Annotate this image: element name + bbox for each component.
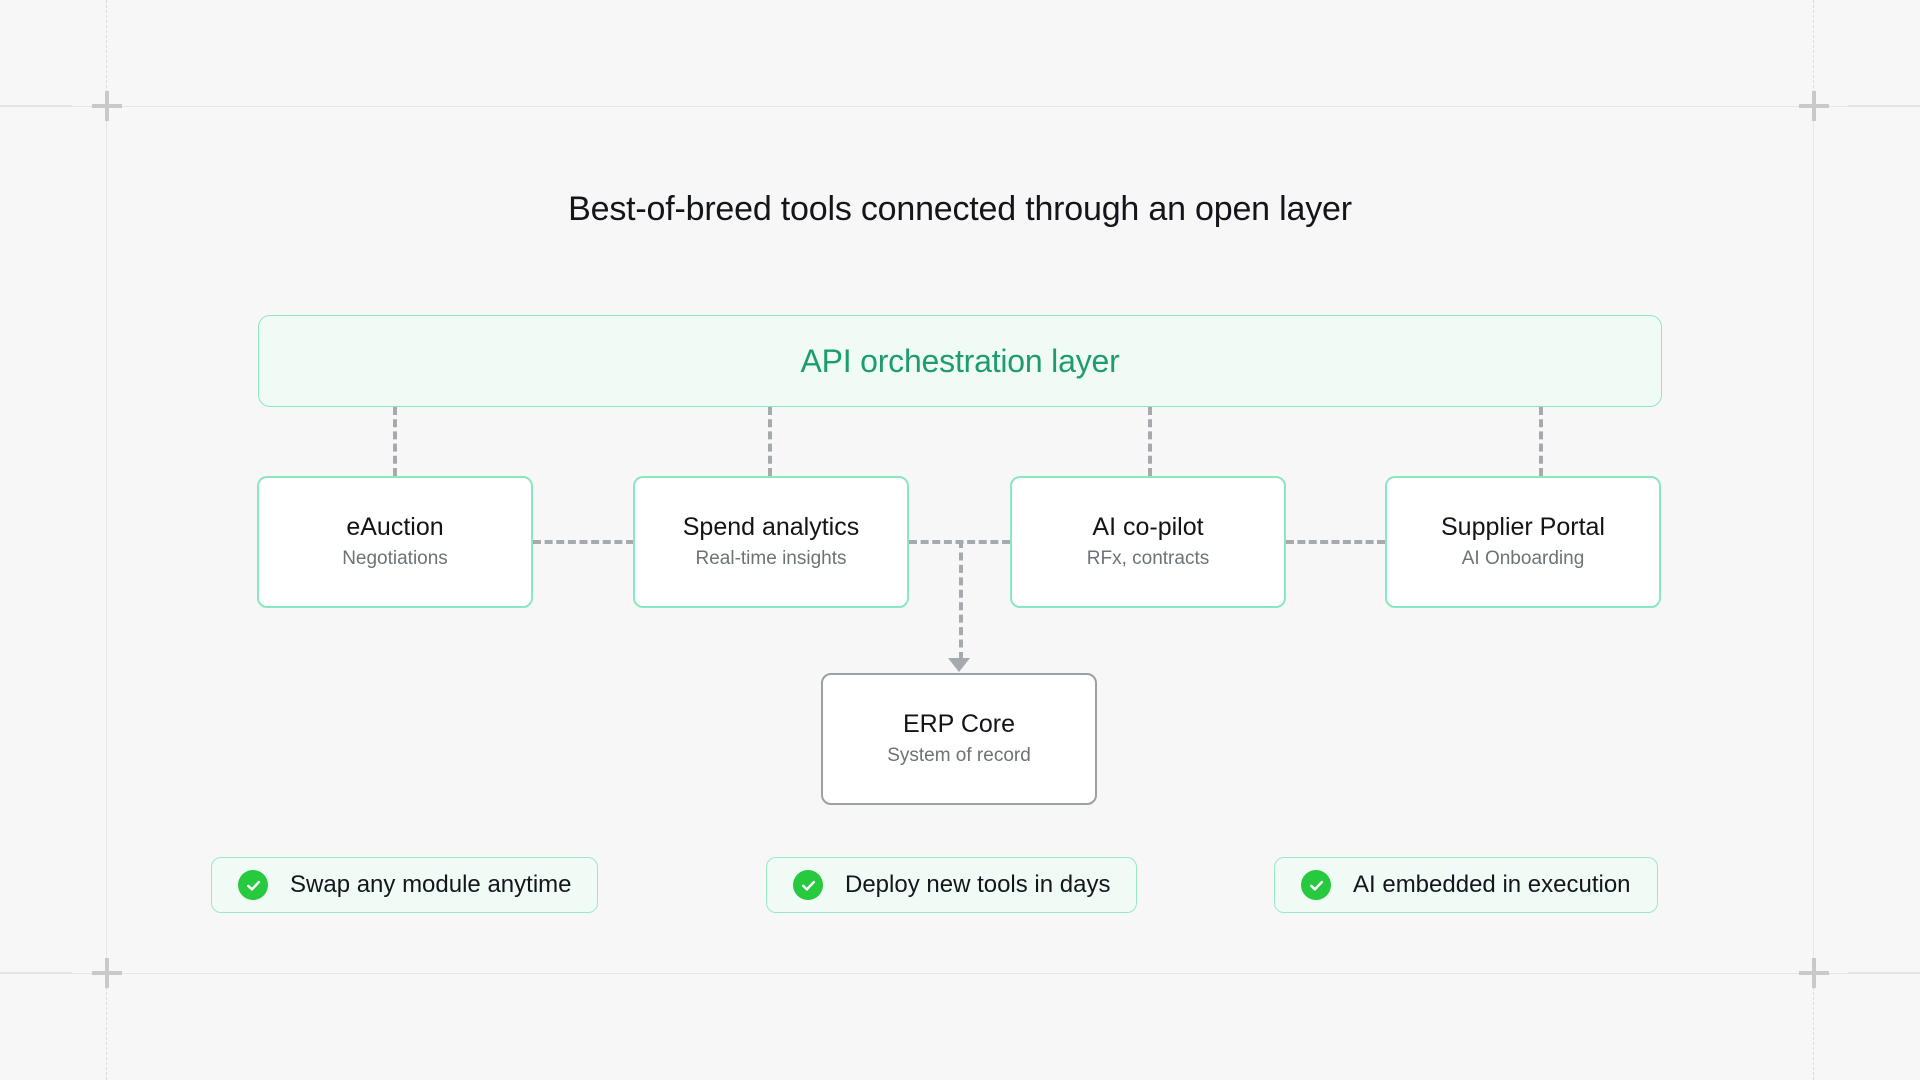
crosshair-marker-top-right (1799, 91, 1829, 121)
benefit-pill-ai-embedded[interactable]: AI embedded in execution (1274, 857, 1658, 913)
module-subtitle: RFx, contracts (1086, 547, 1210, 569)
page-title: Best-of-breed tools connected through an… (568, 190, 1352, 228)
module-subtitle: AI Onboarding (1461, 547, 1585, 569)
benefit-pill-swap-any-module[interactable]: Swap any module anytime (211, 857, 599, 913)
erp-core-title: ERP Core (902, 710, 1016, 739)
guide-tick-top-right (1848, 105, 1920, 107)
module-title: Spend analytics (682, 513, 860, 542)
crosshair-marker-top-left (92, 91, 122, 121)
benefit-label: Deploy new tools in days (845, 871, 1111, 898)
guide-line-bottom (0, 973, 1920, 975)
connector-api-to-ai-copilot (1148, 407, 1152, 476)
api-orchestration-layer-banner[interactable]: API orchestration layer (258, 315, 1662, 407)
guide-line-right-solid (1813, 106, 1815, 974)
connector-api-to-eauction (393, 407, 397, 476)
module-card-supplier-portal[interactable]: Supplier Portal AI Onboarding (1385, 476, 1661, 608)
benefit-pill-deploy-new-tools[interactable]: Deploy new tools in days (766, 857, 1138, 913)
arrowhead-to-erp-core (948, 658, 970, 672)
crosshair-marker-bottom-left (92, 958, 122, 988)
connector-branch-to-erp-core (959, 540, 963, 660)
module-card-spend-analytics[interactable]: Spend analytics Real-time insights (633, 476, 909, 608)
crosshair-marker-bottom-right (1799, 958, 1829, 988)
guide-tick-bottom-left (0, 972, 72, 974)
check-circle-icon (793, 870, 823, 900)
guide-tick-top-left (0, 105, 72, 107)
module-card-erp-core[interactable]: ERP Core System of record (821, 673, 1097, 805)
module-card-ai-copilot[interactable]: AI co-pilot RFx, contracts (1010, 476, 1286, 608)
api-orchestration-layer-label: API orchestration layer (800, 342, 1120, 379)
connector-ai-copilot-to-supplier-portal (1286, 540, 1385, 544)
guide-line-left-solid (106, 106, 108, 974)
module-card-eauction[interactable]: eAuction Negotiations (257, 476, 533, 608)
benefit-label: AI embedded in execution (1353, 871, 1631, 898)
module-title: eAuction (346, 513, 444, 542)
connector-api-to-spend-analytics (768, 407, 772, 476)
check-circle-icon (238, 870, 268, 900)
guide-tick-bottom-right (1848, 972, 1920, 974)
connector-eauction-to-spend-analytics (533, 540, 634, 544)
module-title: AI co-pilot (1092, 513, 1204, 542)
check-circle-icon (1301, 870, 1331, 900)
erp-core-subtitle: System of record (887, 744, 1031, 766)
module-title: Supplier Portal (1441, 513, 1605, 542)
module-subtitle: Negotiations (342, 547, 448, 569)
benefit-label: Swap any module anytime (290, 871, 572, 898)
connector-api-to-supplier-portal (1539, 407, 1543, 476)
guide-line-top (0, 106, 1920, 108)
module-subtitle: Real-time insights (695, 547, 847, 569)
